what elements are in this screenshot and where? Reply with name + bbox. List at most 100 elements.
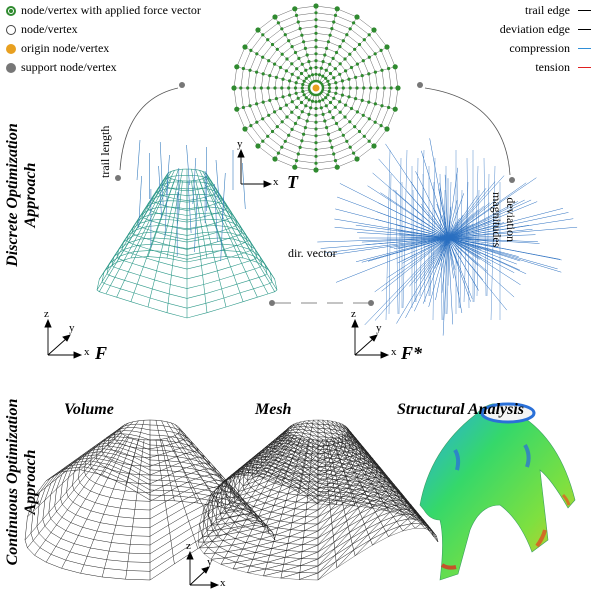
force-node-icon <box>328 139 332 143</box>
force-node-icon <box>301 89 305 94</box>
force-node-icon <box>299 71 304 76</box>
force-node-icon <box>328 71 333 76</box>
form-diagram-t <box>231 3 401 173</box>
force-node-icon <box>319 106 323 110</box>
force-node-icon <box>290 45 294 49</box>
force-node-icon <box>361 59 365 63</box>
force-node-icon <box>382 86 386 90</box>
force-node-icon <box>246 86 250 90</box>
force-node-icon <box>304 68 308 72</box>
force-node-icon <box>367 33 371 37</box>
legend-item-trail: trail edge <box>500 1 591 20</box>
force-node-icon <box>305 119 309 123</box>
force-node-icon <box>275 47 279 51</box>
force-node-icon <box>261 100 265 104</box>
force-node-icon <box>280 120 284 124</box>
force-node-icon <box>261 33 265 37</box>
force-node-icon <box>331 116 335 120</box>
force-node-icon <box>270 42 275 47</box>
force-node-icon <box>334 6 340 12</box>
axes-fstar-icon <box>351 318 390 359</box>
force-node-icon <box>341 133 345 137</box>
force-node-icon <box>392 106 398 112</box>
force-node-icon <box>287 39 291 43</box>
force-node-icon <box>347 77 351 81</box>
force-node-icon <box>343 57 347 61</box>
force-node-icon <box>281 95 285 99</box>
support-node-icon <box>368 300 374 306</box>
force-node-icon <box>292 164 298 170</box>
force-node-icon <box>338 72 342 76</box>
force-node-icon <box>321 98 325 102</box>
support-node-icon <box>269 300 275 306</box>
axes-f-icon <box>44 318 83 359</box>
force-node-icon <box>313 167 319 173</box>
force-node-icon <box>314 45 318 49</box>
force-node-icon <box>326 79 330 83</box>
force-node-icon <box>294 13 299 17</box>
force-node-icon <box>276 151 280 155</box>
force-node-icon <box>334 50 339 55</box>
force-node-icon <box>348 145 352 149</box>
fstar-axis-z: z <box>351 308 356 320</box>
force-node-icon <box>314 141 318 145</box>
force-node-icon <box>288 79 292 83</box>
force-node-icon <box>297 116 301 120</box>
force-node-icon <box>294 91 298 95</box>
force-node-icon <box>324 104 328 108</box>
force-node-icon <box>302 79 306 83</box>
force-node-icon <box>300 139 304 143</box>
force-node-icon <box>285 57 289 61</box>
force-node-icon <box>348 120 352 124</box>
force-node-icon <box>252 86 257 90</box>
force-node-icon <box>304 104 308 108</box>
blue-line-icon <box>578 48 591 49</box>
force-node-icon <box>307 74 311 78</box>
force-node-icon <box>310 73 315 77</box>
force-node-icon <box>273 86 277 90</box>
force-node-icon <box>349 65 354 70</box>
force-node-icon <box>261 55 265 59</box>
force-node-icon <box>325 46 329 51</box>
force-node-icon <box>303 46 307 51</box>
force-node-icon <box>300 62 304 66</box>
force-node-icon <box>248 104 252 108</box>
force-node-icon <box>249 124 253 128</box>
force-node-icon <box>293 86 298 90</box>
force-node-icon <box>317 73 322 77</box>
force-node-icon <box>297 56 301 61</box>
force-node-icon <box>242 44 248 50</box>
force-node-icon <box>357 42 362 47</box>
force-node-icon <box>284 69 288 73</box>
force-node-icon <box>255 52 259 56</box>
force-node-icon <box>314 18 318 22</box>
f-axis-z: z <box>44 308 49 320</box>
force-node-icon <box>345 33 349 37</box>
force-node-icon <box>298 27 302 31</box>
force-node-icon <box>341 39 345 43</box>
force-node-icon <box>300 33 304 37</box>
force-node-icon <box>255 120 259 124</box>
force-node-icon <box>302 40 306 44</box>
force-node-icon <box>314 127 318 131</box>
force-node-icon <box>307 60 311 64</box>
legend-item-node: node/vertex <box>6 20 201 39</box>
support-node-icon <box>509 177 515 183</box>
side-title-line: Approach <box>22 449 39 515</box>
force-node-icon <box>355 62 359 66</box>
t-axis-x: x <box>273 176 279 188</box>
force-node-icon <box>332 96 336 100</box>
force-node-icon <box>299 100 304 105</box>
force-node-icon <box>314 52 318 56</box>
force-node-icon <box>324 68 328 72</box>
force-node-icon <box>300 86 304 90</box>
force-node-icon <box>341 86 345 90</box>
force-node-icon <box>272 14 278 20</box>
force-node-icon <box>293 50 298 55</box>
f-label: F <box>95 343 108 363</box>
axes-t-icon <box>237 148 273 188</box>
force-node-icon <box>267 59 271 63</box>
force-node-icon <box>301 82 305 87</box>
structural-title: Structural Analysis <box>397 401 525 418</box>
force-node-icon <box>294 81 298 85</box>
